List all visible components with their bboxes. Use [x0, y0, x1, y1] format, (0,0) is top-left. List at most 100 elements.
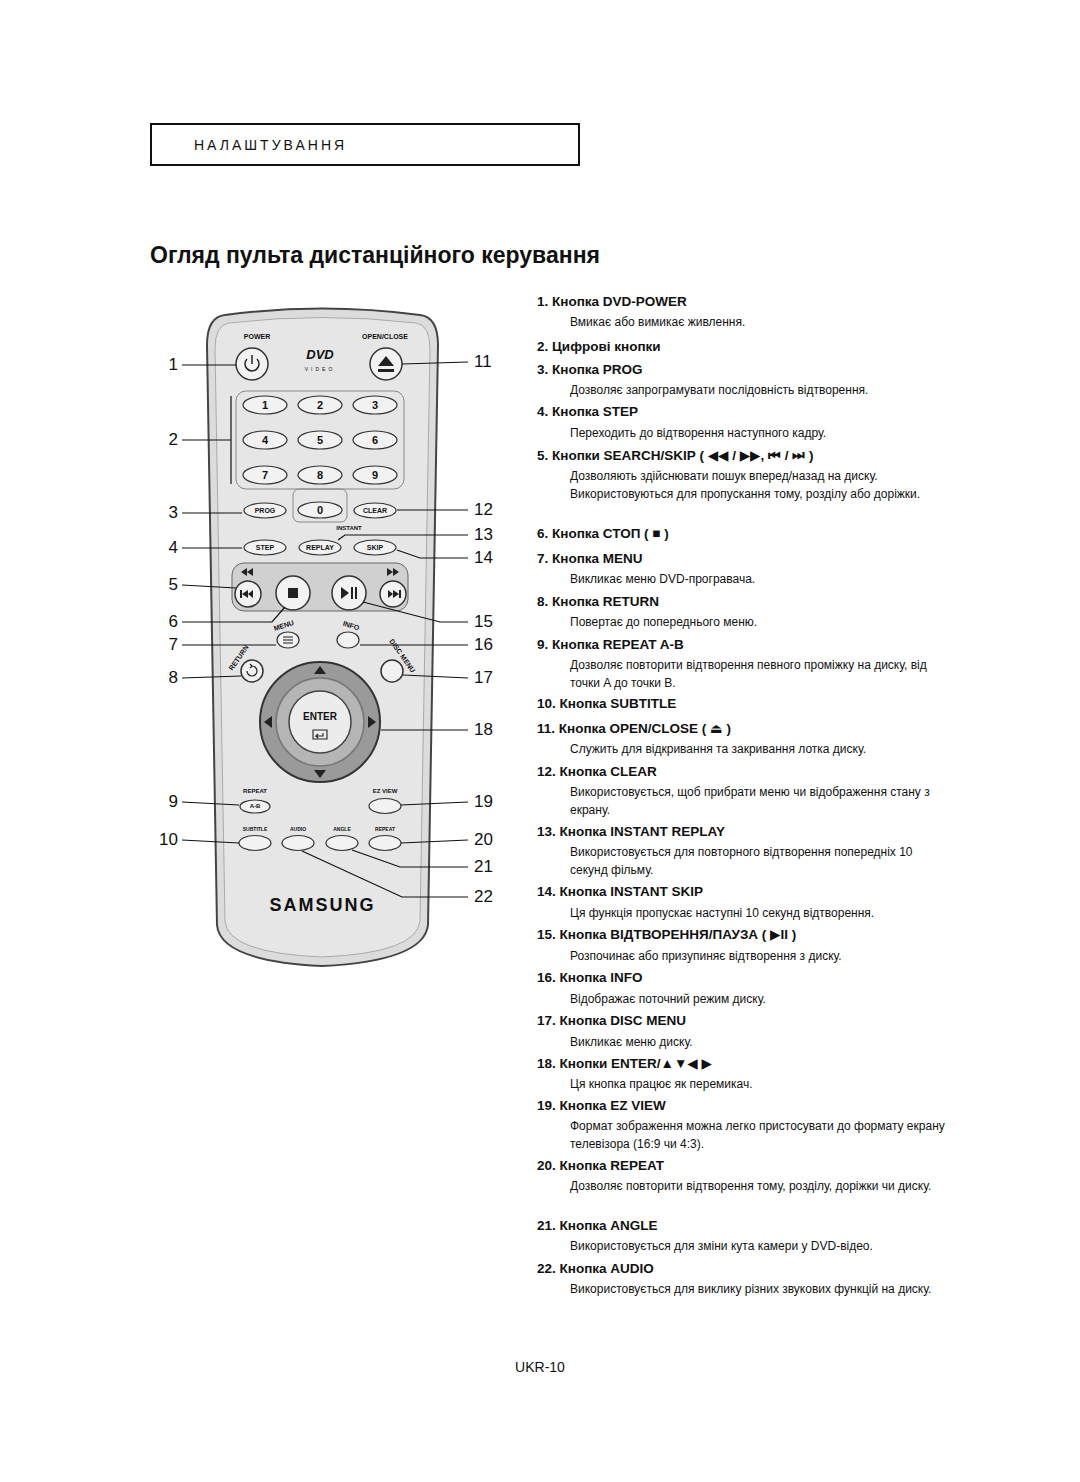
button-label: 4 — [262, 435, 268, 446]
leader-line — [182, 607, 285, 622]
button-shape — [353, 431, 397, 449]
button-caption: VIDEO — [305, 366, 336, 372]
button-outline — [288, 690, 352, 754]
leader-line — [182, 547, 242, 548]
item-description: Використовується для зміни кута камери у… — [570, 1237, 950, 1255]
ez-view-button — [369, 799, 401, 814]
item-description: Викликає меню диску. — [570, 1033, 950, 1051]
callout-number: 15 — [474, 612, 493, 632]
section-header-box: НАЛАШТУВАННЯ — [150, 123, 580, 166]
item-heading: 21. Кнопка ANGLE — [537, 1218, 658, 1234]
callout-number: 17 — [474, 668, 493, 688]
arrow-up-symbol — [314, 666, 326, 674]
button-label: 8 — [317, 470, 323, 481]
remote-button: PROG — [243, 502, 287, 519]
remote-button: 3 — [352, 395, 398, 415]
search-forward-symbol — [387, 568, 399, 576]
remote-button: STEP — [243, 539, 287, 556]
item-heading: 5. Кнопки SEARCH/SKIP ( ◀◀ / ▶▶, ⏮ / ⏭ ) — [537, 448, 813, 464]
callout-number: 4 — [169, 538, 178, 558]
return-button — [241, 660, 263, 682]
button-label: CLEAR — [363, 507, 387, 514]
repeat-button — [369, 836, 401, 851]
enter-button: ENTER — [288, 690, 352, 754]
button-shape — [243, 431, 287, 449]
page-number: UKR-10 — [515, 1359, 565, 1376]
button-caption: AUDIO — [290, 826, 306, 832]
leader-line — [182, 439, 231, 440]
button-caption: REPEAT — [375, 826, 395, 832]
button-caption: ANGLE — [333, 826, 351, 832]
skip-back-button — [235, 581, 261, 607]
callout-number: 9 — [169, 792, 178, 812]
eject-symbol — [378, 369, 394, 372]
item-heading: 12. Кнопка CLEAR — [537, 764, 657, 780]
button-shape — [353, 466, 397, 484]
leader-line — [363, 602, 468, 622]
callout-number: 2 — [169, 430, 178, 450]
button-shape — [353, 396, 397, 414]
item-heading: 10. Кнопка SUBTITLE — [537, 696, 676, 712]
leader-line — [352, 850, 468, 867]
enter-symbol — [313, 730, 327, 739]
button-shape — [243, 466, 287, 484]
item-heading: 22. Кнопка AUDIO — [537, 1261, 654, 1277]
remote-button: 4 — [242, 430, 288, 450]
leader-line — [302, 851, 468, 897]
item-heading: 19. Кнопка EZ VIEW — [537, 1098, 666, 1114]
callout-number: 11 — [474, 352, 492, 372]
skip-back-symbol — [240, 590, 253, 598]
brand-name: SAMSUNG — [205, 895, 440, 916]
item-description: Ця функція пропускає наступні 10 секунд … — [570, 904, 950, 922]
leader-line — [182, 676, 241, 678]
callout-number: 21 — [474, 857, 493, 877]
item-description: Служить для відкривання та закривання ло… — [570, 740, 950, 758]
button-shape — [354, 503, 396, 518]
item-description: Використовується для повторного відтворе… — [570, 843, 950, 879]
leader-line — [397, 550, 468, 558]
button-label: 3 — [372, 400, 378, 411]
item-heading: 11. Кнопка OPEN/CLOSE ( ⏏ ) — [537, 721, 731, 737]
callout-number: 12 — [474, 500, 493, 520]
button-caption: OPEN/CLOSE — [362, 333, 408, 341]
remote-control: SAMSUNG123456789PROG0CLEARSTEPREPLAYSKIP… — [205, 305, 440, 967]
arrow-left-symbol — [264, 716, 272, 728]
item-description: Дозволяє повторити відтворення певного п… — [570, 656, 950, 692]
leader-line — [402, 362, 468, 364]
disc-menu-button — [381, 660, 403, 682]
button-label: SKIP — [367, 544, 383, 551]
button-label: A-B — [250, 803, 261, 809]
item-description: Переходить до відтворення наступного кад… — [570, 424, 950, 442]
item-heading: 4. Кнопка STEP — [537, 404, 638, 420]
button-caption: INSTANT — [336, 525, 362, 532]
button-label: PROG — [255, 507, 276, 514]
button-shape — [244, 503, 286, 518]
callout-number: 1 — [169, 355, 178, 375]
callout-number: 18 — [474, 720, 493, 740]
button-caption: SUBTITLE — [243, 826, 267, 832]
button-shape — [298, 431, 342, 449]
button-label: ENTER — [303, 712, 337, 722]
transport-panel — [232, 563, 408, 611]
button-caption: POWER — [244, 333, 270, 341]
item-heading: 17. Кнопка DISC MENU — [537, 1013, 686, 1029]
leader-line — [403, 675, 468, 678]
keypad-frame — [236, 391, 404, 489]
remote-button: SKIP — [353, 539, 397, 556]
leader-line — [401, 840, 468, 843]
item-heading: 7. Кнопка MENU — [537, 551, 643, 567]
item-description: Дозволяє запрограмувати послідовність ві… — [570, 381, 950, 399]
skip-forward-symbol — [388, 590, 401, 598]
item-heading: 6. Кнопка СТОП ( ■ ) — [537, 526, 669, 542]
callout-number: 3 — [169, 503, 178, 523]
return-symbol — [247, 664, 257, 676]
arrow-right-symbol — [368, 716, 376, 728]
button-label: 7 — [262, 470, 268, 481]
button-shape — [354, 540, 396, 555]
button-shape — [240, 800, 270, 813]
leader-line — [182, 644, 276, 645]
item-heading: 14. Кнопка INSTANT SKIP — [537, 884, 703, 900]
subtitle-button — [239, 836, 271, 851]
callout-number: 14 — [474, 548, 493, 568]
callout-number: 22 — [474, 887, 493, 907]
